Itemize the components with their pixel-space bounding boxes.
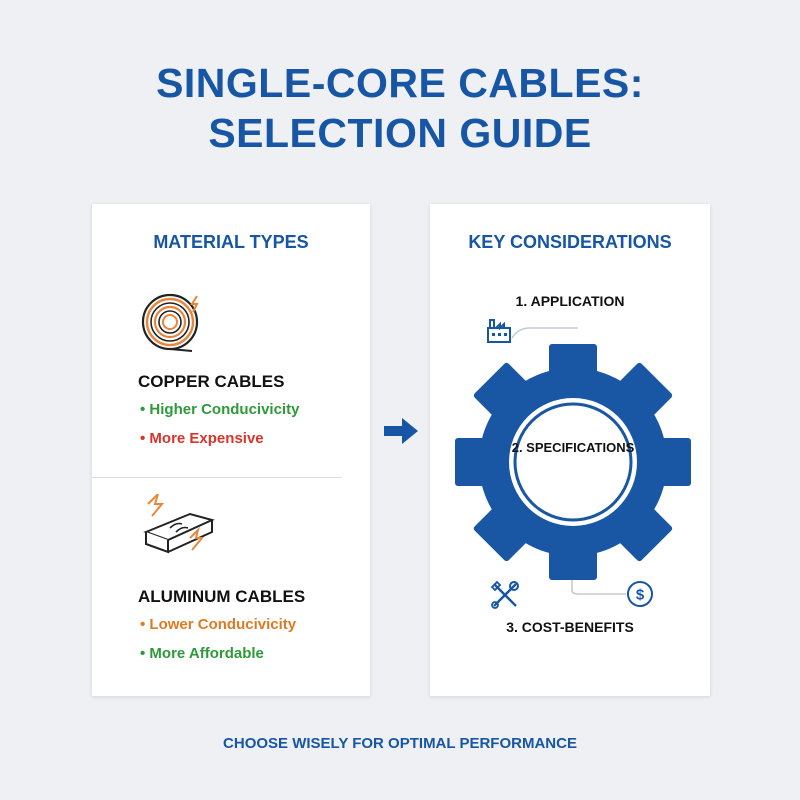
material-types-panel: MATERIAL TYPES COPPER CABLES • Higher Co… [92,204,370,696]
title-line-1: SINGLE-CORE CABLES: [156,60,644,106]
copper-cables-name: COPPER CABLES [138,372,285,391]
step-specifications: 2. SPECIFICATIONS [511,440,635,455]
material-types-heading: MATERIAL TYPES [153,232,309,252]
copper-con: • More Expensive [140,430,264,447]
footer-tagline: CHOOSE WISELY FOR OPTIMAL PERFORMANCE [223,735,577,752]
gear-icon [455,344,691,580]
application-connector [511,327,578,339]
arrow-right-icon [384,418,418,444]
aluminum-pro: • More Affordable [140,645,264,662]
dollar-icon: $ [627,581,653,607]
wrench-screwdriver-icon [490,580,519,609]
svg-text:$: $ [636,587,645,604]
cost-connector [571,580,626,595]
factory-icon [487,319,511,343]
key-considerations-panel: KEY CONSIDERATIONS 1. APPLICATION 2. SPE… [430,204,710,696]
copper-coil-icon [141,293,199,352]
step-cost-benefits: 3. COST-BENEFITS [506,619,634,635]
aluminum-con: • Lower Conducivicity [140,616,297,633]
page-title: SINGLE-CORE CABLES: SELECTION GUIDE [0,58,800,158]
step-application: 1. APPLICATION [515,293,625,309]
copper-pro: • Higher Conducivicity [140,401,300,418]
divider [92,477,342,478]
key-considerations-heading: KEY CONSIDERATIONS [468,232,672,252]
aluminum-cables-name: ALUMINUM CABLES [138,587,306,606]
aluminum-bar-icon [143,494,215,554]
title-line-2: SELECTION GUIDE [208,110,592,156]
